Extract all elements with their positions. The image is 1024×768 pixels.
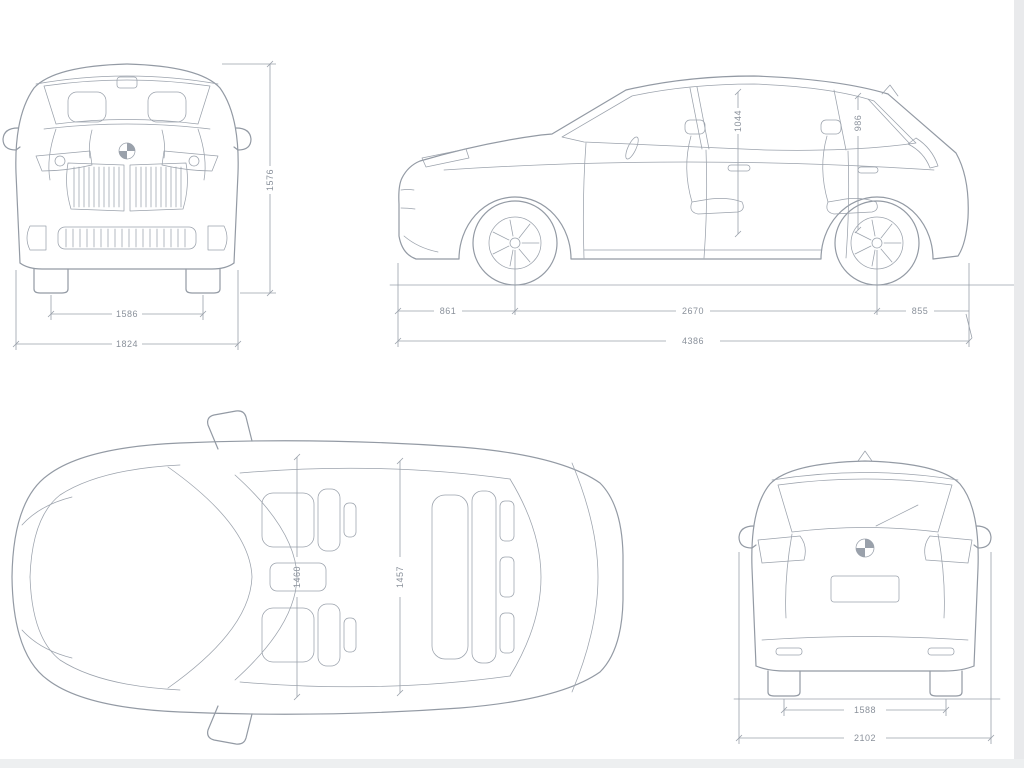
top-view-drawing: 1460 1457 (11, 410, 624, 745)
left-mirror (2, 127, 21, 151)
left-mirror (207, 410, 253, 450)
side-view-drawing: 1044 986 861 2670 855 4386 (389, 75, 1017, 347)
roof-antenna (881, 84, 899, 97)
dim-top-front-width: 1460 (292, 453, 302, 701)
dim-side-front-headroom: 1044 (733, 88, 743, 238)
overall-length-value: 4386 (682, 336, 704, 346)
front-view-drawing: 1576 1586 1824 (2, 60, 276, 350)
right-mirror (973, 525, 992, 549)
wheelbase-value: 2670 (682, 306, 704, 316)
dim-front-track: 1586 (47, 295, 207, 320)
side-car-art (389, 75, 1017, 286)
front-height-value: 1576 (265, 169, 275, 191)
rear-headroom-value: 986 (853, 115, 863, 132)
front-headroom-value: 1044 (733, 110, 743, 132)
bmw-roundel-icon (118, 142, 136, 160)
top-car-art (11, 410, 624, 745)
page-edge-right (1014, 0, 1024, 768)
front-car-art (2, 63, 252, 294)
rear-overhang-value: 855 (912, 306, 929, 316)
right-mirror (207, 705, 253, 745)
dim-side-rear-headroom: 986 (853, 92, 863, 234)
rear-car-art (733, 450, 1001, 700)
front-track-value: 1586 (116, 309, 138, 319)
rear-view-drawing: 1588 2102 (733, 450, 1001, 744)
left-mirror (738, 525, 757, 549)
front-width-value: 1824 (116, 339, 138, 349)
dim-top-rear-width: 1457 (395, 457, 405, 697)
dim-rear-width-mirrors: 2102 (735, 552, 995, 744)
shark-fin-antenna (857, 450, 873, 462)
rear-interior-width-value: 1457 (395, 566, 405, 588)
rear-wiper (875, 504, 919, 527)
dim-front-width: 1824 (12, 270, 242, 350)
front-overhang-value: 861 (440, 306, 457, 316)
dim-front-height: 1576 (222, 60, 276, 297)
dim-rear-track: 1588 (780, 699, 950, 716)
front-interior-width-value: 1460 (292, 566, 302, 588)
rear-width-mirrors-value: 2102 (854, 733, 876, 743)
dim-side-lengths: 861 2670 855 4386 (394, 250, 973, 347)
rear-track-value: 1588 (854, 705, 876, 715)
bmw-roundel-icon (855, 538, 875, 558)
right-mirror (233, 127, 252, 151)
page-edge-bottom (0, 759, 1024, 768)
